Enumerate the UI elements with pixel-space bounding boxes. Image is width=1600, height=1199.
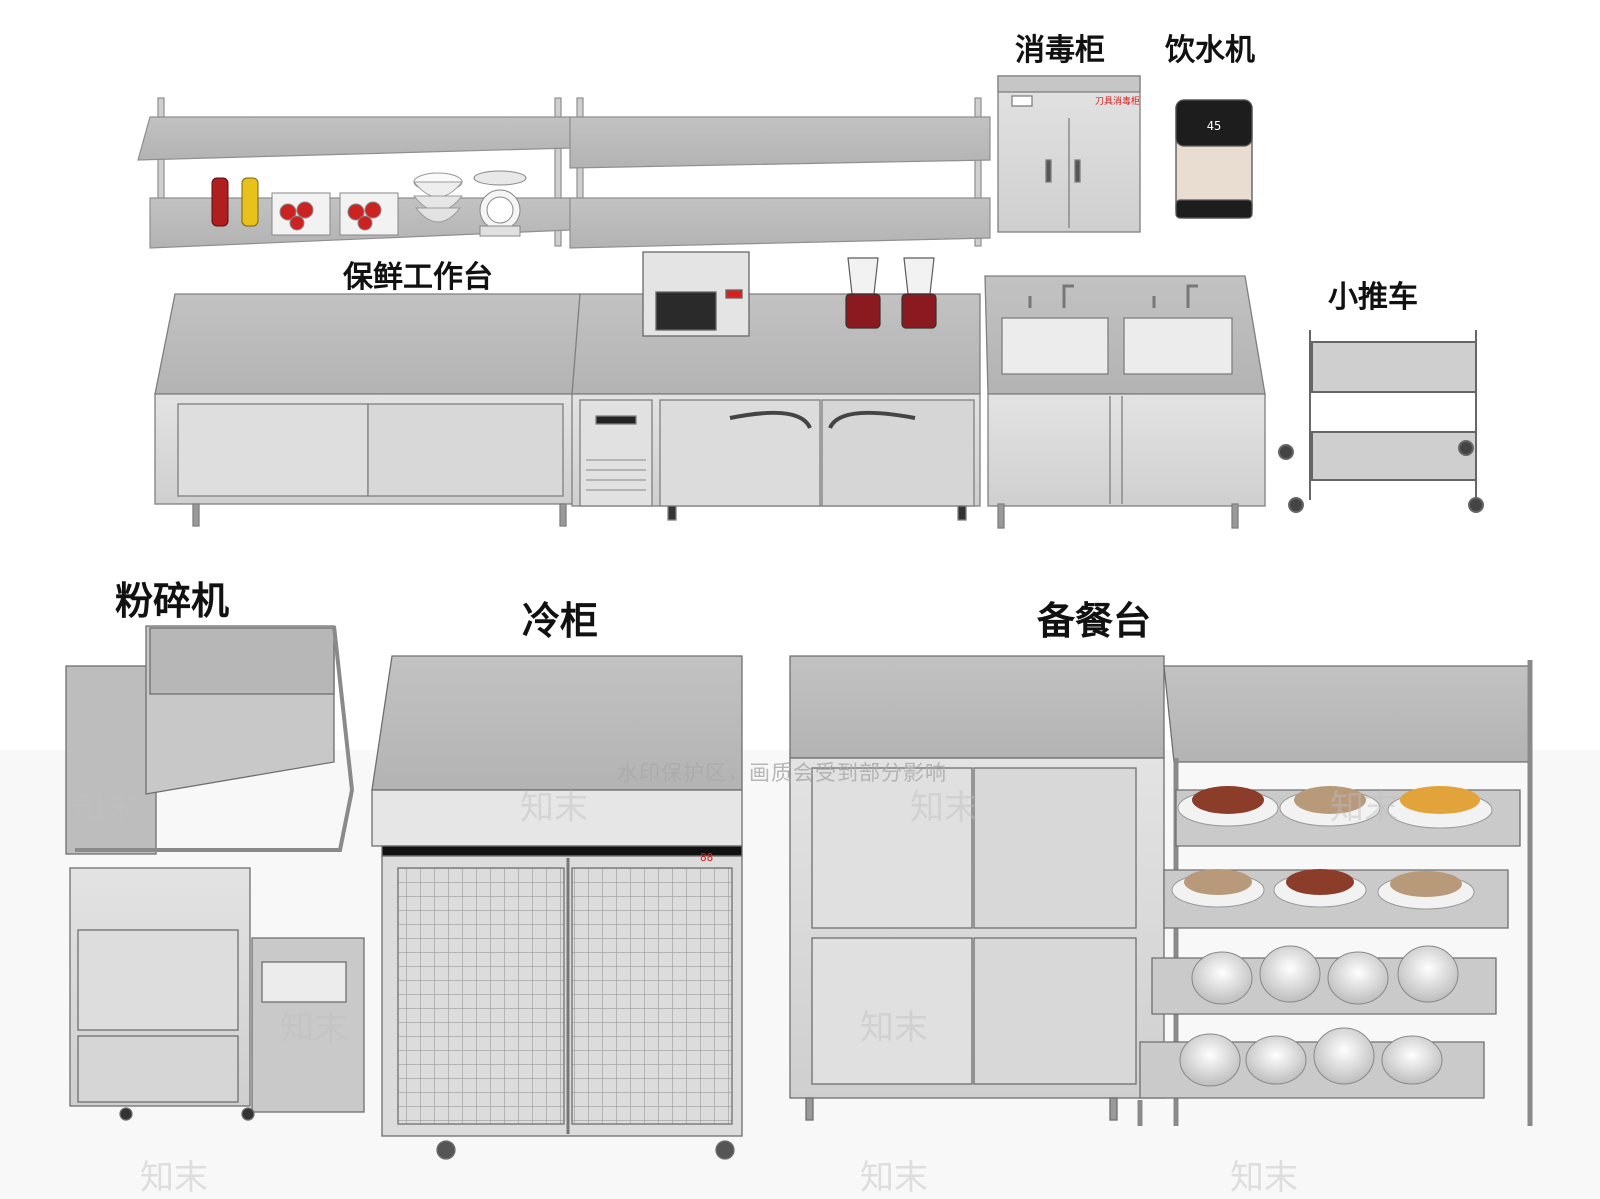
watermark-logo: 知末	[860, 1008, 928, 1048]
sterilizer-brand-text: 刀具消毒柜	[1095, 95, 1140, 107]
label-serving-table: 备餐台	[1037, 599, 1152, 643]
watermark-logo: 知末	[520, 788, 588, 828]
water-dispenser	[1175, 99, 1253, 219]
watermark-logo: 知末	[70, 788, 138, 828]
label-trolley: 小推车	[1328, 280, 1418, 315]
label-fresh-workbench: 保鲜工作台	[343, 260, 493, 295]
watermark-logo: 知末	[280, 1008, 348, 1048]
fridge-display: 88	[700, 851, 713, 864]
sink-bench	[984, 275, 1266, 529]
fresh-workbench	[154, 293, 581, 527]
food-plates-top	[1177, 786, 1493, 829]
microwave	[642, 251, 750, 337]
watermark-notice: 水印保护区，画质会受到部分影响	[617, 761, 947, 785]
watermark-logo: 知末	[1330, 788, 1398, 828]
label-water-dispenser: 饮水机	[1165, 33, 1255, 68]
food-plates-middle	[1171, 869, 1475, 910]
wall-shelf-right	[569, 97, 991, 249]
bowl-stack	[412, 172, 464, 223]
watermark-logo: 知末	[1230, 1158, 1298, 1198]
watermark-logo: 知末	[140, 1158, 208, 1198]
label-sterilizer: 消毒柜	[1015, 33, 1105, 68]
bowl-stacks-lower	[1179, 945, 1459, 1087]
crusher-machine	[65, 625, 365, 1121]
serving-cupboard	[789, 655, 1165, 1121]
tomato-boxes	[271, 192, 399, 236]
cold-cabinet	[371, 655, 743, 1160]
label-crusher: 粉碎机	[115, 579, 230, 623]
label-cold-cabinet: 冷柜	[522, 599, 599, 643]
watermark-logo: 知末	[910, 788, 978, 828]
refrigerated-workbench	[571, 293, 981, 521]
kitchen-scale	[473, 170, 527, 237]
sauce-bottles	[211, 177, 259, 227]
sterilizer-cabinet	[997, 75, 1141, 233]
blenders	[845, 257, 937, 329]
trolley	[1278, 330, 1484, 513]
dispenser-display: 45	[1207, 119, 1221, 133]
watermark-logo: 知末	[860, 1158, 928, 1198]
